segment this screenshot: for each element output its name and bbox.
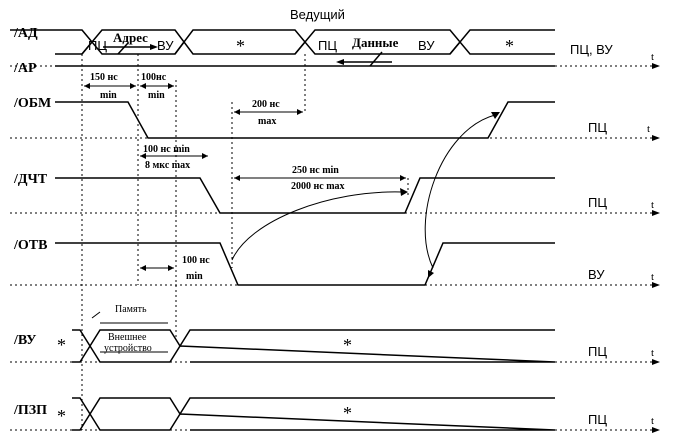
bus-label-vu2: ВУ <box>418 38 435 53</box>
right-label-pzp: ПЦ <box>588 412 607 427</box>
right-label-otv: ВУ <box>588 267 605 282</box>
signal-label-ad: /АД <box>13 26 38 41</box>
right-label-vu: ПЦ <box>588 344 607 359</box>
bus-label-address: Адрес <box>113 30 148 45</box>
signal-label-obm: /ОБМ <box>13 96 51 111</box>
otv-line <box>55 242 555 286</box>
timing-200-max: max <box>258 116 276 127</box>
annot-device: устройство <box>104 343 152 354</box>
right-label-ad: ПЦ, ВУ <box>570 42 613 57</box>
star-ad-1: * <box>236 36 245 56</box>
timing-100c: 100 нс <box>182 255 210 266</box>
timing-2000: 2000 нс max <box>291 181 345 192</box>
bus-label-pc2: ПЦ <box>318 38 337 53</box>
dcht-line <box>55 177 555 214</box>
star-vu-left: * <box>57 335 66 355</box>
star-ad-2: * <box>505 36 514 56</box>
vu-bus <box>72 329 556 363</box>
obm-line <box>55 101 555 139</box>
timing-100b: 100 нс min <box>143 144 190 155</box>
pzp-bus <box>72 397 556 431</box>
bus-label-pc1: ПЦ <box>88 38 107 53</box>
right-label-obm: ПЦ <box>588 120 607 135</box>
annot-memory: Память <box>115 304 147 315</box>
annot-external: Внешнее <box>108 332 147 343</box>
timing-100a-min: min <box>148 90 165 101</box>
t-label-obm: t <box>647 123 650 135</box>
star-pzp-mid: * <box>343 403 352 423</box>
t-label-vu: t <box>651 347 654 359</box>
timing-150-min: min <box>100 90 117 101</box>
timing-100c-min: min <box>186 271 203 282</box>
signal-label-otv: /ОТВ <box>13 238 47 253</box>
master-title: Ведущий <box>290 7 345 22</box>
signal-label-ar: /АР <box>13 61 37 76</box>
timing-150: 150 нс <box>90 72 118 83</box>
bus-label-data: Данные <box>352 35 399 50</box>
bus-label-vu1: ВУ <box>157 38 174 53</box>
signal-label-pzp: /ПЗП <box>13 403 47 418</box>
t-label-otv: t <box>651 271 654 283</box>
signal-label-vu: /ВУ <box>13 333 36 348</box>
ad-bus-lower <box>55 40 555 55</box>
ad-bus-upper <box>10 29 555 55</box>
timing-8us: 8 мкс max <box>145 160 190 171</box>
t-label-pzp: t <box>651 415 654 427</box>
right-label-dcht: ПЦ <box>588 195 607 210</box>
t-label-ar: t <box>651 51 654 63</box>
timing-100a: 100нс <box>141 72 167 83</box>
signal-label-dcht: /ДЧТ <box>13 172 48 187</box>
timing-200: 200 нс <box>252 99 280 110</box>
star-vu-mid: * <box>343 335 352 355</box>
t-label-dcht: t <box>651 199 654 211</box>
star-pzp-left: * <box>57 406 66 426</box>
timing-250: 250 нс min <box>292 165 339 176</box>
